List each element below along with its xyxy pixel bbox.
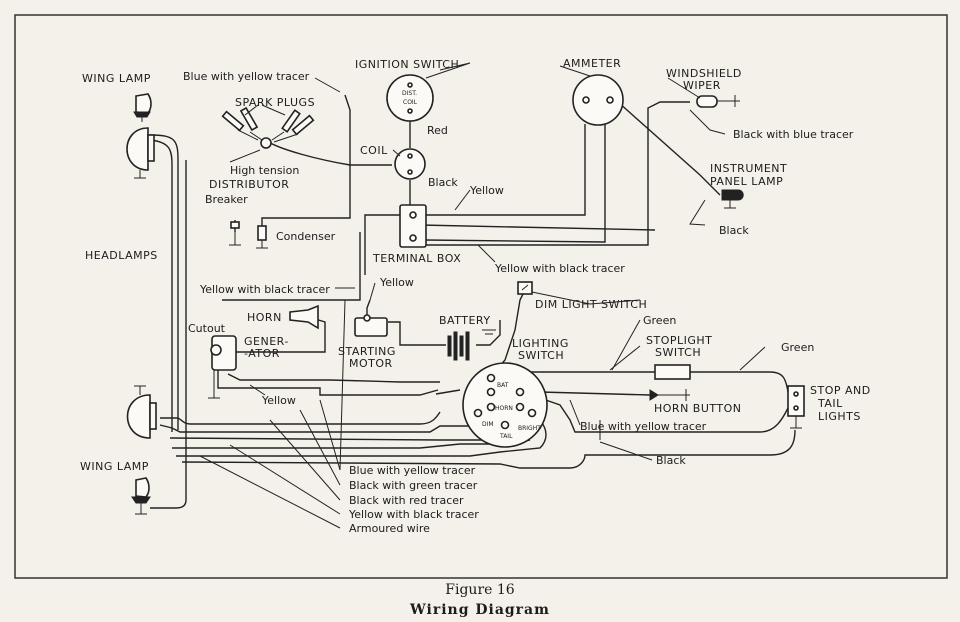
horn — [289, 304, 319, 330]
legend-item: Armoured wire — [349, 522, 430, 535]
generator — [208, 335, 237, 399]
stoplight-switch — [654, 364, 691, 380]
wire-label-blue-yellow-right: Blue with yellow tracer — [580, 420, 707, 433]
battery-label: BATTERY — [439, 314, 491, 327]
starting-motor — [354, 314, 388, 337]
wire-label-black-blue: Black with blue tracer — [733, 128, 854, 141]
ignition-coil — [394, 148, 426, 180]
generator-label-1: GENER- — [244, 335, 289, 348]
distributor-label: DISTRIBUTOR — [209, 178, 289, 191]
figure-number: Figure 16 — [445, 582, 515, 598]
wire-label-yellow-starter: Yellow — [379, 276, 414, 289]
windshield-wiper-label-1: WINDSHIELD — [666, 67, 742, 80]
distributor — [229, 137, 272, 163]
ammeter — [572, 74, 624, 126]
instrument-panel-lamp-label-2: PANEL LAMP — [710, 175, 783, 188]
windshield-wiper-label-2: WIPER — [683, 79, 721, 92]
horn-label: HORN — [247, 311, 282, 324]
legend-item: Black with red tracer — [349, 494, 464, 507]
ls-tail-label: TAIL — [499, 433, 513, 440]
wire-label-red: Red — [427, 124, 448, 137]
lighting-switch-label-1: LIGHTING — [512, 337, 569, 350]
spark-plugs-label: SPARK PLUGS — [235, 96, 315, 109]
wire-label-black-coil: Black — [428, 176, 458, 189]
ls-bat-label: BAT — [497, 382, 509, 389]
spark-plugs — [221, 106, 315, 143]
stop-tail-lights — [787, 385, 805, 429]
generator-label-2: -ATOR — [244, 347, 280, 360]
ammeter-label: AMMETER — [563, 57, 621, 70]
ign-coil-label: COIL — [403, 99, 418, 106]
wire-label-yellow-black-left: Yellow with black tracer — [199, 283, 330, 296]
wire-label-green-top: Green — [643, 314, 676, 327]
ls-dim-label: DIM — [482, 421, 494, 428]
condenser — [256, 225, 268, 249]
horn-button — [649, 389, 690, 401]
coil-label: COIL — [360, 144, 388, 157]
stop-tail-label-3: LIGHTS — [818, 410, 861, 423]
dim-light-switch-label: DIM LIGHT SWITCH — [535, 298, 647, 311]
ls-bright-label: BRIGHT — [518, 425, 541, 432]
cutout-label: Cutout — [188, 322, 226, 335]
instrument-panel-lamp-label-1: INSTRUMENT — [710, 162, 787, 175]
battery — [447, 329, 496, 361]
headlamps-label: HEADLAMPS — [85, 249, 158, 262]
starting-motor-label-2: MOTOR — [349, 357, 393, 370]
breaker — [229, 221, 241, 246]
high-tension-label: High tension — [230, 164, 299, 177]
stop-tail-label-2: TAIL — [817, 397, 843, 410]
terminal-box — [399, 204, 427, 248]
ignition-switch-label: IGNITION SWITCH — [355, 58, 459, 71]
legend-item: Yellow with black tracer — [348, 508, 479, 521]
horn-button-label: HORN BUTTON — [654, 402, 742, 415]
wing-lamp-bottom — [131, 477, 151, 515]
leader-lines — [199, 62, 766, 529]
stoplight-switch-label-1: STOPLIGHT — [646, 334, 712, 347]
breaker-label: Breaker — [205, 193, 248, 206]
wire-label-black-bottom: Black — [656, 454, 686, 467]
lighting-switch-label-2: SWITCH — [518, 349, 564, 362]
legend-item: Blue with yellow tracer — [349, 464, 476, 477]
wire-label-blue-yellow-top: Blue with yellow tracer — [183, 70, 310, 83]
headlamp-top — [126, 127, 155, 179]
wire-label-yellow-tb: Yellow — [469, 184, 504, 197]
lighting-switch: BAT HORN DIM TAIL BRIGHT — [462, 362, 548, 448]
wire-label-black-panel: Black — [719, 224, 749, 237]
instrument-panel-lamp — [721, 189, 744, 209]
ls-horn-label: HORN — [495, 405, 513, 412]
windshield-wiper — [696, 95, 740, 108]
wire-label-yellow-gen: Yellow — [261, 394, 296, 407]
condenser-label: Condenser — [276, 230, 336, 243]
terminal-box-label: TERMINAL BOX — [372, 252, 461, 265]
dim-light-switch — [517, 281, 533, 295]
figure-title: Wiring Diagram — [409, 602, 550, 618]
wiring-harness — [149, 94, 796, 509]
wire-label-yellow-black-tb: Yellow with black tracer — [494, 262, 625, 275]
wing-lamp-top — [133, 93, 152, 122]
ignition-switch: DIST. COIL — [386, 74, 434, 122]
wire-label-green-right: Green — [781, 341, 814, 354]
wing-lamp-bottom-label: WING LAMP — [80, 460, 149, 473]
headlamp-bottom — [126, 385, 157, 439]
ign-dist-label: DIST. — [402, 90, 417, 97]
stoplight-switch-label-2: SWITCH — [655, 346, 701, 359]
starting-motor-label-1: STARTING — [338, 345, 396, 358]
legend-item: Black with green tracer — [349, 479, 478, 492]
stop-tail-label-1: STOP AND — [810, 384, 871, 397]
wing-lamp-top-label: WING LAMP — [82, 72, 151, 85]
wire-legend: Blue with yellow tracer Black with green… — [348, 464, 479, 535]
diagram-frame — [14, 14, 948, 579]
